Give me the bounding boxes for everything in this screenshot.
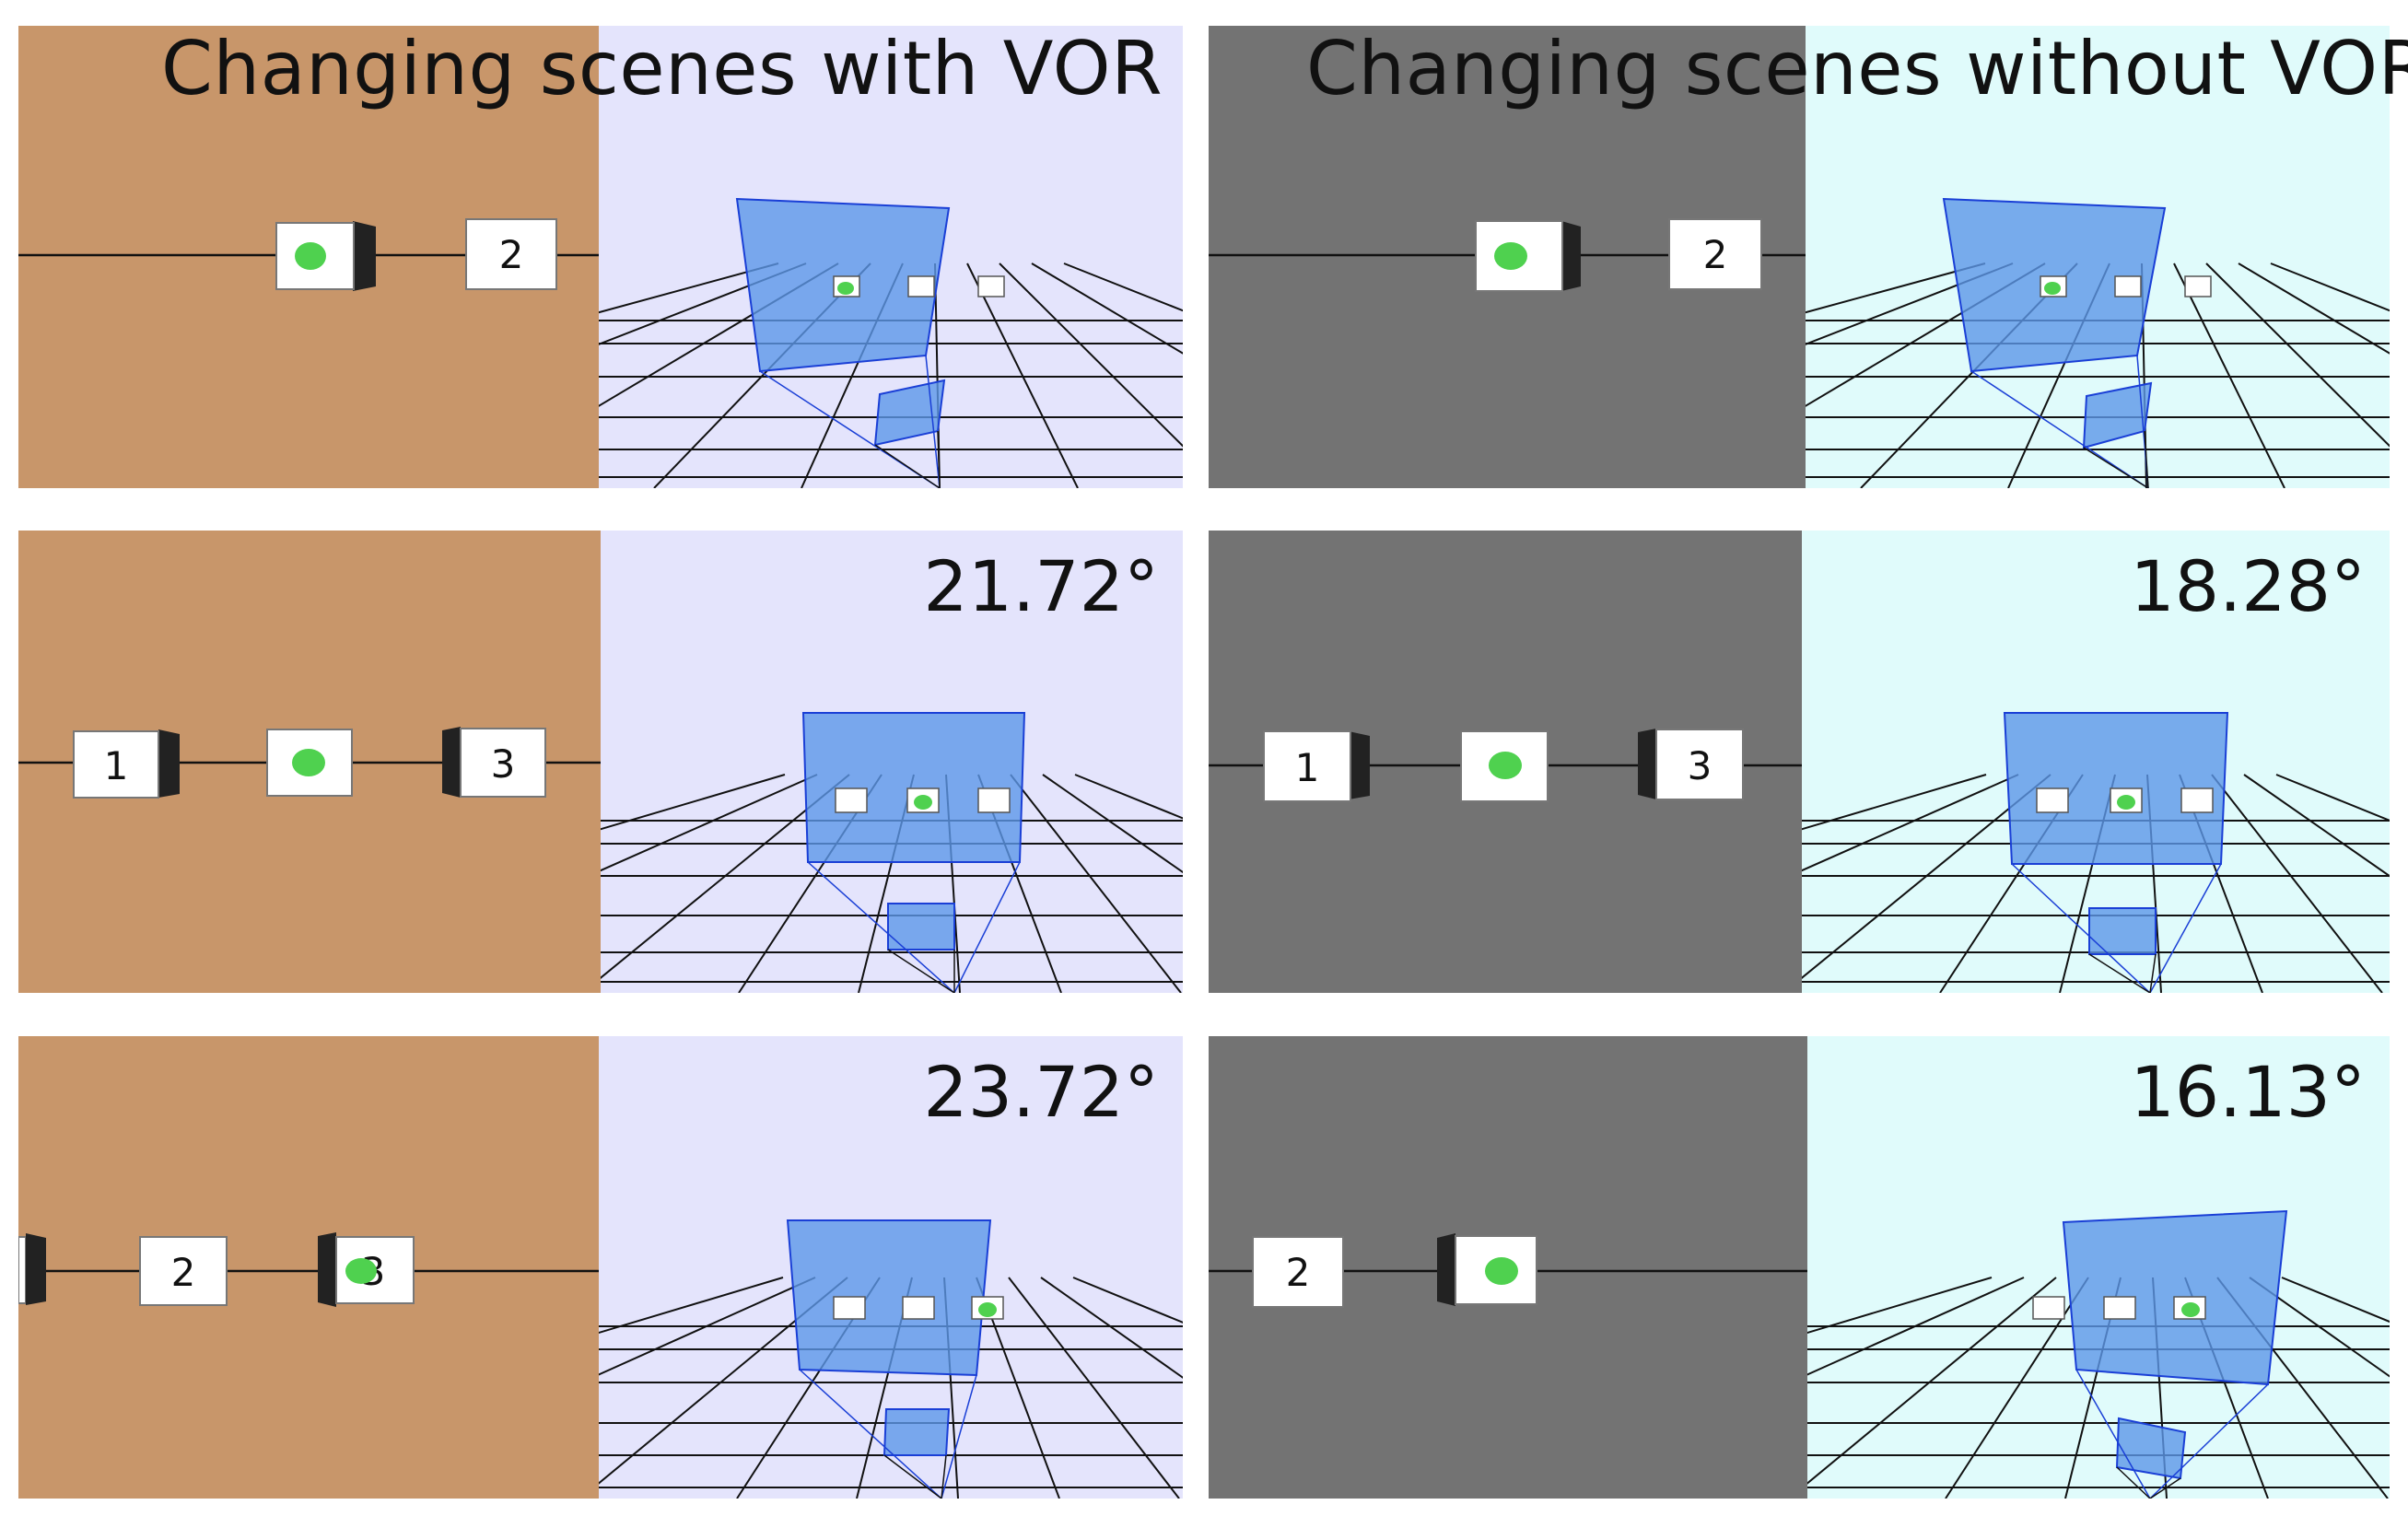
cube-target — [275, 221, 376, 291]
green-target-dot-icon — [1494, 242, 1527, 270]
novor-row-1-world-view — [1806, 26, 2390, 488]
scene-svg: 2 — [1209, 1036, 1807, 1499]
novor-row-2-scene-view: 1 3 — [1209, 531, 1802, 993]
vor-row-3-angle-label: 23.72° — [923, 1051, 1159, 1133]
cube-3-target: 3 — [318, 1232, 415, 1307]
cube-face — [1655, 729, 1744, 800]
novor-row-1-panel: 2 — [1209, 26, 2390, 488]
novor-row-3-panel: 2 — [1209, 1036, 2390, 1499]
cube-face — [1252, 1236, 1344, 1308]
novor-row-2-angle-label: 18.28° — [2130, 545, 2366, 627]
cube-target — [1437, 1233, 1537, 1306]
cube-target — [1475, 220, 1581, 292]
cube-1: 1 — [1263, 730, 1370, 802]
green-target-dot-icon — [295, 242, 326, 270]
cube-face — [1263, 730, 1351, 802]
cube-2: 2 — [1252, 1236, 1344, 1308]
vor-row-3-panel: 2 3 — [18, 1036, 1183, 1499]
cube-2: 2 — [1668, 218, 1762, 290]
cube-label: 1 — [1295, 745, 1320, 790]
cube-label: 2 — [1286, 1250, 1311, 1295]
world-svg — [599, 26, 1183, 488]
cube-3: 3 — [1638, 729, 1744, 800]
cube-face — [139, 1236, 228, 1306]
scene-background — [18, 1036, 599, 1499]
vor-row-1-scene-view: 2 — [18, 26, 599, 488]
scene-svg: 2 — [1209, 26, 1806, 488]
novor-row-2-world-view: 18.28° — [1802, 531, 2390, 993]
cube-target — [266, 729, 353, 797]
vor-row-3-world-view: 23.72° — [599, 1036, 1183, 1499]
world-svg — [1807, 1036, 2390, 1499]
scene-svg: 2 3 — [18, 1036, 599, 1499]
novor-column-title: Changing scenes without VOR — [1306, 26, 2408, 111]
cube-edge — [18, 1233, 46, 1305]
cube-side — [353, 221, 376, 291]
cube-face — [465, 218, 557, 290]
vor-row-2-angle-label: 21.72° — [923, 545, 1159, 627]
novor-row-3-world-view: 16.13° — [1807, 1036, 2390, 1499]
scene-svg: 1 3 — [1209, 531, 1802, 993]
mini-cubes — [2040, 275, 2212, 297]
cube-label: 2 — [499, 232, 524, 277]
green-target-dot-icon — [1485, 1257, 1518, 1285]
mini-cubes — [835, 787, 1011, 813]
green-target-dot-icon — [292, 749, 325, 776]
vor-row-2-scene-view: 1 3 — [18, 531, 601, 993]
novor-row-1-scene-view: 2 — [1209, 26, 1806, 488]
mini-cubes — [833, 275, 1005, 297]
green-target-dot-icon — [1489, 752, 1522, 779]
vor-column-title: Changing scenes with VOR — [161, 26, 1163, 111]
novor-row-2-panel: 1 3 — [1209, 531, 2390, 993]
green-target-dot-icon — [345, 1258, 377, 1284]
cube-label: 2 — [171, 1250, 196, 1295]
novor-row-3-angle-label: 16.13° — [2130, 1051, 2366, 1133]
mini-cubes — [2036, 787, 2214, 813]
vor-row-1-panel: 2 — [18, 26, 1183, 488]
cube-1: 1 — [73, 729, 180, 799]
cube-face — [460, 728, 546, 798]
cube-label: 1 — [104, 743, 129, 788]
vor-row-2-world-view: 21.72° — [601, 531, 1183, 993]
vor-row-1-world-view — [599, 26, 1183, 488]
vor-row-2-panel: 1 3 — [18, 531, 1183, 993]
vor-row-3-scene-view: 2 3 — [18, 1036, 599, 1499]
world-svg — [1806, 26, 2390, 488]
world-svg — [601, 531, 1183, 993]
cube-label: 2 — [1703, 232, 1728, 277]
cube-2: 2 — [139, 1236, 228, 1306]
cube-label: 3 — [1688, 743, 1712, 788]
mini-cubes — [833, 1296, 1004, 1320]
world-svg — [1802, 531, 2390, 993]
cube-face — [1668, 218, 1762, 290]
view-frustum-icon — [801, 712, 1026, 993]
cube-2: 2 — [465, 218, 557, 290]
cube-label: 3 — [491, 741, 516, 787]
scene-svg: 1 3 — [18, 531, 601, 993]
cube-3: 3 — [442, 727, 546, 798]
mini-cubes — [2032, 1296, 2206, 1320]
cube-face — [73, 730, 159, 799]
view-frustum-icon — [786, 1219, 992, 1499]
cube-target — [1460, 730, 1549, 802]
novor-row-3-scene-view: 2 — [1209, 1036, 1807, 1499]
world-svg — [599, 1036, 1183, 1499]
scene-svg: 2 — [18, 26, 599, 488]
